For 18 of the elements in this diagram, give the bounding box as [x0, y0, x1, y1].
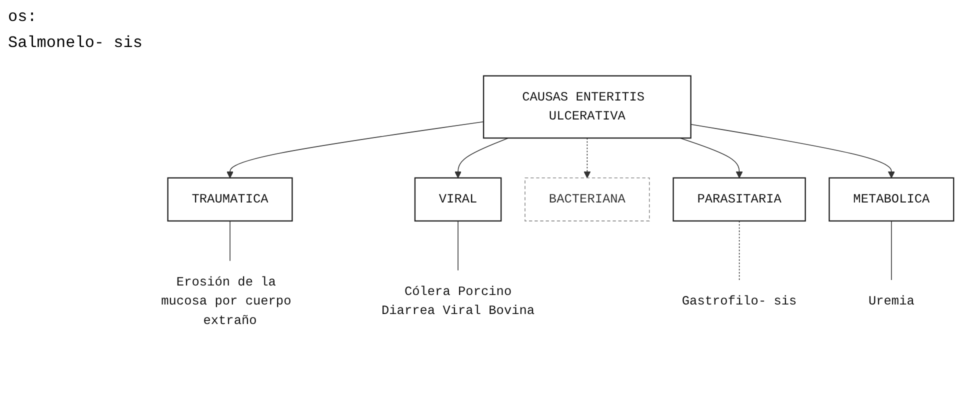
arrow: [226, 121, 484, 178]
node-text: Cólera Porcino Diarrea Viral Bovina: [381, 284, 535, 318]
node-text: Uremia: [868, 294, 914, 309]
note-text: Salmonelo- sis: [8, 34, 142, 52]
arrow: [690, 124, 895, 178]
connector: [891, 220, 892, 280]
arrow: [584, 138, 591, 178]
node-box: PARASITARIA: [672, 177, 806, 222]
node-box: VIRAL: [414, 177, 502, 222]
node-box: BACTERIANA: [524, 178, 650, 222]
node-text: Gastrofilo- sis: [682, 294, 797, 309]
node-box: METABOLICA: [828, 177, 954, 222]
arrow: [454, 138, 509, 178]
node-box: CAUSAS ENTERITIS ULCERATIVA: [482, 75, 692, 139]
note-text: os:: [8, 8, 38, 26]
connector: [738, 220, 740, 280]
node-box: TRAUMATICA: [167, 177, 293, 222]
node-text: Erosión de la mucosa por cuerpo extraño: [161, 275, 292, 328]
